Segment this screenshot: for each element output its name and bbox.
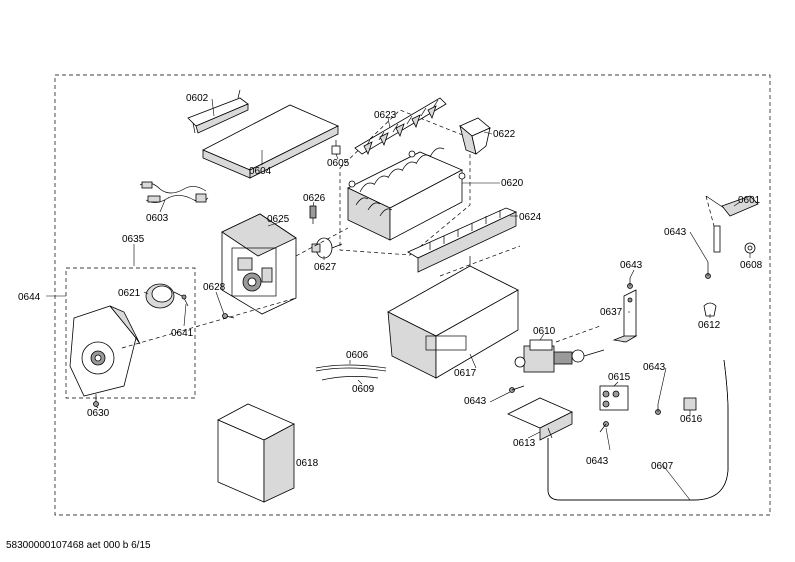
label-0616: 0616 [680,414,703,425]
part-0623-ejector [354,97,447,156]
label-0623: 0623 [374,110,397,121]
label-0617: 0617 [454,368,477,379]
label-0608: 0608 [740,260,763,271]
label-0606: 0606 [346,350,369,361]
label-0643-d: 0643 [643,362,666,373]
part-0602-bracket [187,89,249,134]
label-0618: 0618 [296,458,319,469]
label-0630: 0630 [87,408,110,419]
part-0637-bracket [612,289,638,343]
sub-assembly-frame [65,267,196,399]
part-0609-tube [321,376,379,381]
part-0627-thermostat [311,237,343,259]
label-0613: 0613 [513,438,536,449]
label-0604: 0604 [249,166,272,177]
label-0607: 0607 [651,461,674,472]
label-0643-c: 0643 [586,456,609,467]
label-0612: 0612 [698,320,721,331]
part-0615-bracket [599,385,629,411]
part-0620-mold [347,147,466,241]
part-0608-grommet [744,242,756,254]
assembly-lines [121,195,715,349]
part-0612-clip [703,302,717,317]
part-0616-clip [683,397,697,411]
part-0610-valve [514,339,605,373]
label-0625: 0625 [267,214,290,225]
label-0620: 0620 [501,178,524,189]
part-0601-fill-cup [705,195,759,253]
label-0637: 0637 [600,307,623,318]
label-0603: 0603 [146,213,169,224]
label-0622: 0622 [493,129,516,140]
icemaker-group-frame [339,109,471,256]
label-0609: 0609 [352,384,375,395]
screws-0643 [509,262,711,433]
assembly-frame [54,74,771,516]
part-0626-pin [309,205,317,224]
leader-lines [46,98,751,501]
label-0635: 0635 [122,234,145,245]
part-0630-housing [69,305,141,407]
label-0643-e: 0643 [664,227,687,238]
label-0641: 0641 [171,328,194,339]
label-0601: 0601 [738,195,761,206]
label-0624: 0624 [519,212,542,223]
label-0643-a: 0643 [464,396,487,407]
label-0644: 0644 [18,292,41,303]
label-0605: 0605 [327,158,350,169]
part-0618-box [217,403,295,503]
document-id: 58300000107468 aet 000 b 6/15 [6,540,151,551]
label-0626: 0626 [303,193,326,204]
part-0605-clip [331,140,341,155]
part-0641-screw [181,294,189,307]
label-0602: 0602 [186,93,209,104]
part-0607-water-line [547,359,729,501]
label-0628: 0628 [203,282,226,293]
part-0625-control-housing [221,213,297,315]
label-0643-b: 0643 [620,260,643,271]
label-0615: 0615 [608,372,631,383]
part-0624-arm [407,207,518,273]
part-0621-motor [145,283,183,309]
part-0603-harness [139,181,209,203]
part-0617-bracket [387,256,519,379]
label-0627: 0627 [314,262,337,273]
label-0610: 0610 [533,326,556,337]
part-labels: 0602 0604 0623 0622 0605 0620 0603 0626 … [18,93,763,472]
part-0613-bracket [507,397,573,441]
part-0604-cover [202,104,339,179]
part-0606-tube [315,364,387,372]
part-0622-cup [459,117,491,155]
label-0621: 0621 [118,288,141,299]
